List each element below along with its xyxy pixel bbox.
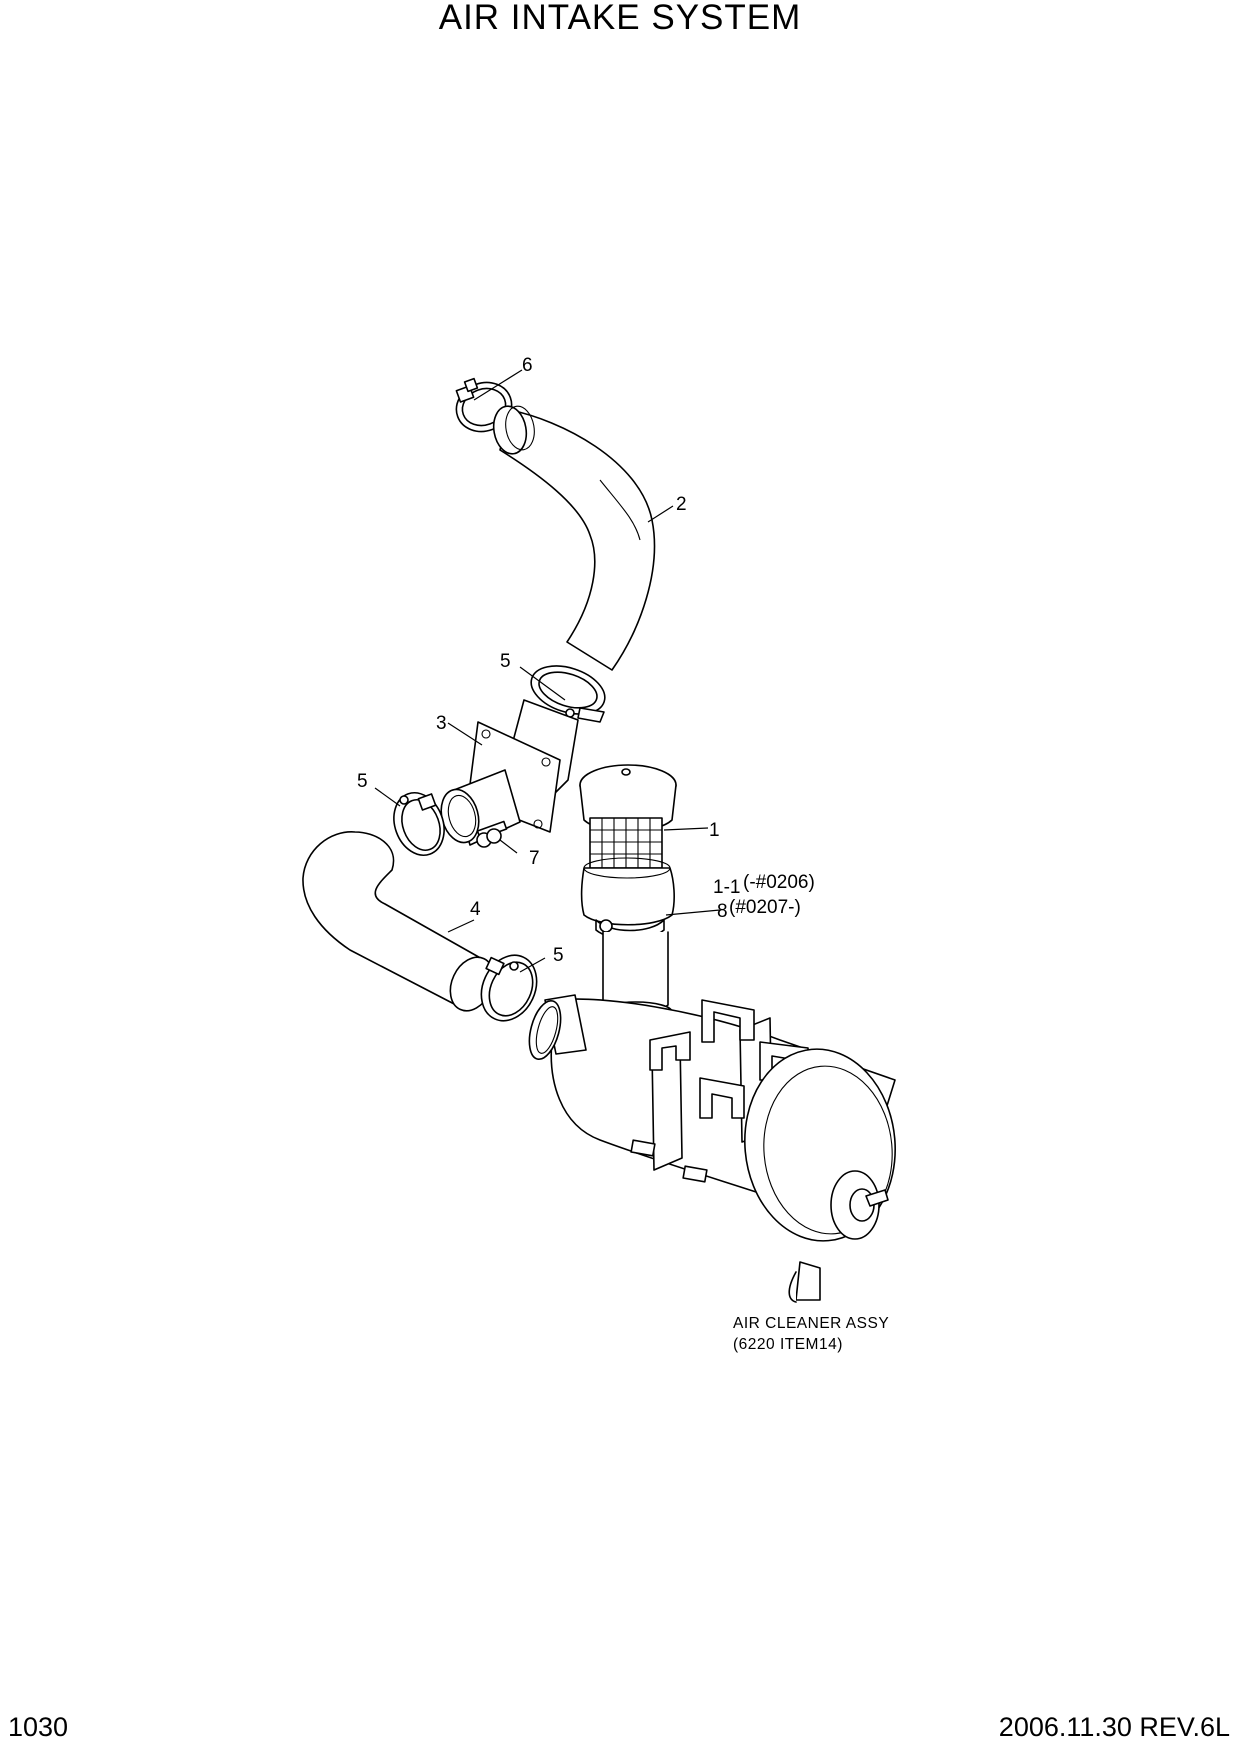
leader-lines xyxy=(374,369,721,973)
callout-3: 3 xyxy=(436,713,447,734)
callout-1: 1 xyxy=(709,820,720,841)
part-7-bolt[interactable] xyxy=(476,820,508,848)
part-1-1-rubber-sleeve[interactable] xyxy=(580,857,675,926)
part-5-hose-clamp-top[interactable] xyxy=(525,657,611,723)
part-5-hose-clamp-bottom[interactable] xyxy=(471,946,547,1030)
callout-2: 2 xyxy=(676,494,687,515)
callout-6: 6 xyxy=(522,355,533,376)
note-line-1: AIR CLEANER ASSY xyxy=(733,1315,889,1332)
callout-1-1: 1-1 xyxy=(713,877,740,898)
callout-5-middle: 5 xyxy=(357,771,368,792)
callout-5-top: 5 xyxy=(500,651,511,672)
callout-4: 4 xyxy=(470,899,481,920)
callout-8: 8 xyxy=(717,901,728,922)
page-number: 1030 xyxy=(8,1712,69,1742)
part-2-upper-hose[interactable] xyxy=(490,404,656,671)
part-1-precleaner[interactable] xyxy=(579,764,677,869)
revision-label: 2006.11.30 REV.6L xyxy=(998,1712,1230,1742)
part-4-lower-hose[interactable] xyxy=(302,831,502,1018)
callout-8-serial: (#0207-) xyxy=(729,897,801,918)
air-cleaner-assy[interactable] xyxy=(524,931,903,1303)
callout-7: 7 xyxy=(529,848,540,869)
callout-1-1-serial: (-#0206) xyxy=(743,872,815,893)
part-3-elbow-adapter[interactable] xyxy=(436,699,579,847)
part-5-hose-clamp-middle[interactable] xyxy=(386,786,453,863)
callout-5-bottom: 5 xyxy=(553,945,564,966)
note-line-2: (6220 ITEM14) xyxy=(733,1336,843,1353)
page-title: AIR INTAKE SYSTEM xyxy=(438,0,802,37)
